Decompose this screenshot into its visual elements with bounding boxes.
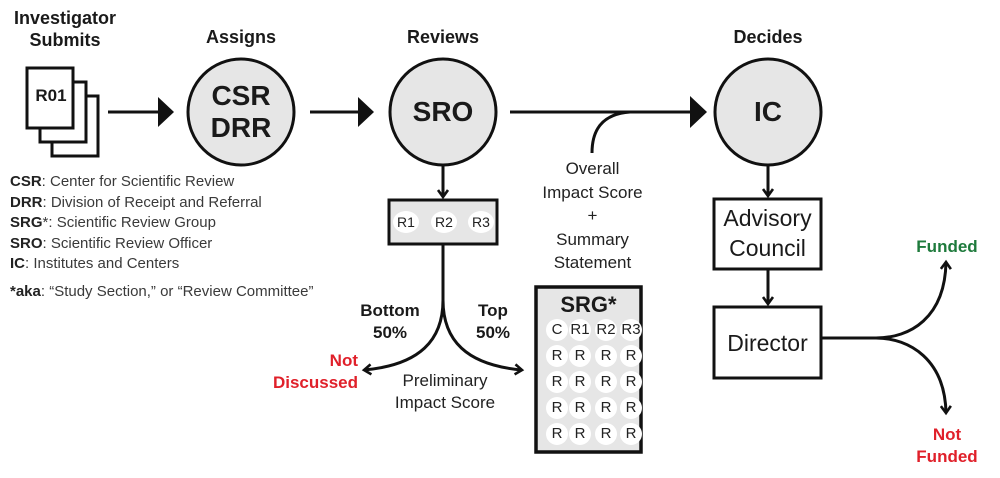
srg-member: R [595,371,617,393]
glossary-term: SRO [10,234,43,252]
advisory-text: Advisory [723,205,812,231]
funded-label: Funded [916,237,978,256]
stage-label-submits-line2: Submits [29,30,101,50]
glossary-def: *: Scientific Review Group [42,214,216,231]
srg-member: R [620,371,642,393]
top-text: Top [478,301,508,320]
application-stack-icon [25,66,100,158]
glossary-def: : Institutes and Centers [25,255,180,272]
stage-label-reviews: Reviews [406,27,480,47]
srg-member: R [620,397,642,419]
director-label: Director [727,330,808,356]
arrow-csr-to-sro [310,97,374,127]
aka-term: *aka [10,282,41,300]
glossary-term: IC [10,255,25,272]
aka-def: : “Study Section,” or “Review Committee” [40,282,314,300]
overall-line: Overall [565,159,620,178]
srg-member: R [569,423,591,445]
srg-member: R [569,345,591,367]
csr-drr-node [186,57,296,167]
csr-drr-label: CSR DRR [191,80,291,144]
stage-label-submits-line1: Investigator [13,8,117,28]
glossary-aka: *aka: “Study Section,” or “Review Commit… [10,282,313,303]
glossary-def: : Scientific Review Officer [42,234,213,252]
srg-member: R2 [595,319,617,341]
bottom-text: Bottom [360,301,420,320]
glossary-item: SRO: Scientific Review Officer [10,234,313,255]
srg-member: R [595,423,617,445]
arrow-sro-to-ic [510,96,707,154]
srg-member: R [620,423,642,445]
stage-label-assigns: Assigns [205,27,277,47]
discussed-text: Discussed [272,373,358,392]
stage-label-decides: Decides [733,27,803,47]
arrow-submit-to-csr [108,97,174,127]
glossary-term: SRG [10,214,43,231]
preliminary-text: Preliminary [402,371,488,390]
overall-line: Impact Score [542,182,643,202]
srg-member: R3 [620,319,642,341]
top-50-label: Top 50% [463,300,523,344]
srg-member: R [595,397,617,419]
glossary-item: CSR: Center for Scientific Review [10,172,313,193]
overall-line: + [587,206,598,225]
glossary-item: DRR: Division of Receipt and Referral [10,193,313,214]
triage-split [364,244,522,370]
srg-member: R [546,423,568,445]
top-pct: 50% [475,323,511,342]
reviewer-cell: R3 [468,211,494,233]
drr-text: DRR [210,112,272,143]
overall-line: Summary [556,229,629,249]
overall-impact-label: Overall Impact Score + Summary Statement [535,157,650,275]
glossary-def: : Division of Receipt and Referral [42,193,262,211]
srg-member: C [546,319,568,341]
glossary-term: DRR [10,193,43,211]
not-funded-label: Not Funded [912,424,982,468]
glossary-item: SRG*: Scientific Review Group [10,213,313,234]
not-discussed-label: Not Discussed [270,350,358,394]
srg-member: R [546,371,568,393]
not-text: Not [932,425,962,444]
srg-member: R [546,345,568,367]
reviewer-cell: R1 [393,211,419,233]
srg-member: R [620,345,642,367]
glossary-item: IC: Institutes and Centers [10,254,313,275]
srg-title: SRG* [560,292,617,317]
sro-label: SRO [412,96,474,127]
srg-member: R [595,345,617,367]
srg-member: R [546,397,568,419]
council-text: Council [729,235,806,261]
advisory-council-label: Advisory Council [714,203,821,263]
srg-member: R1 [569,319,591,341]
bottom-pct: 50% [372,323,408,342]
glossary-def: : Center for Scientific Review [41,173,235,190]
glossary-term: CSR [10,173,42,190]
funded-text: Funded [916,447,978,466]
funding-split [821,262,946,413]
preliminary-impact-score-label: Preliminary Impact Score [380,370,510,414]
srg-member: R [569,371,591,393]
reviewer-cell: R2 [431,211,457,233]
csr-text: CSR [211,80,271,111]
impact-score-text: Impact Score [394,393,496,412]
director-box [712,305,823,380]
ic-label: IC [754,96,782,127]
application-label: R01 [35,86,67,105]
overall-line: Statement [553,253,632,272]
srg-member: R [569,397,591,419]
bottom-50-label: Bottom 50% [350,300,430,344]
not-text: Not [329,351,358,370]
stage-label-submits: Investigator Submits [0,7,130,51]
glossary: CSR: Center for Scientific Review DRR: D… [10,172,313,302]
